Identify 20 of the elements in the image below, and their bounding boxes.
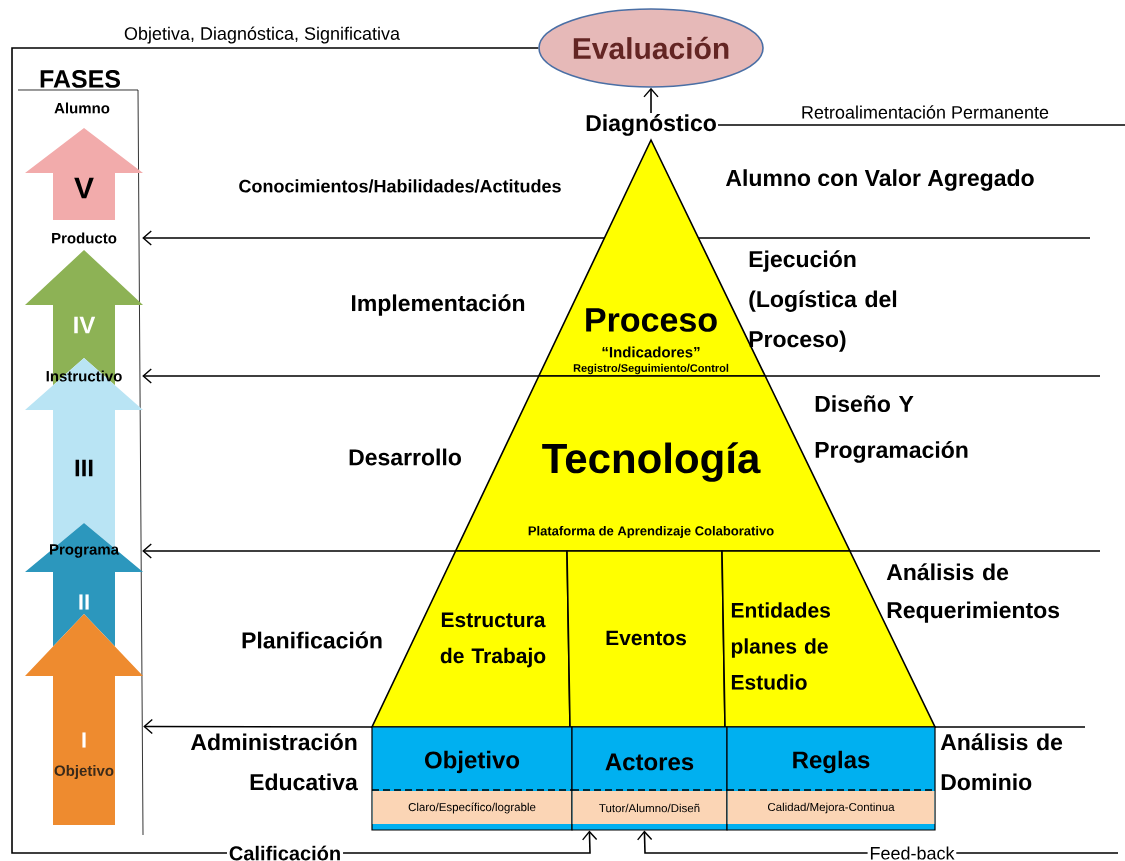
apex-label: Diagnóstico bbox=[586, 114, 716, 136]
pyramid-base-cell: Reglas Calidad/Mejora-Continua bbox=[726, 726, 936, 831]
edge-label: Feed-back bbox=[867, 844, 957, 861]
edge-label: Retroalimentación Permanente bbox=[802, 105, 1049, 119]
phase-label: Producto bbox=[52, 232, 117, 244]
connector-arrow bbox=[142, 368, 1101, 384]
side-label: Implementación bbox=[352, 294, 525, 316]
connector-arrow bbox=[142, 543, 1101, 559]
pyramid-base-cell: Objetivo Claro/Específico/lograble bbox=[371, 726, 573, 831]
connector-arrow bbox=[11, 47, 598, 854]
pyramid-base-cell: Actores Tutor/Alumno/Diseñ bbox=[571, 726, 728, 831]
pyramid-cell: Eventos bbox=[566, 550, 726, 728]
connector-arrow bbox=[143, 718, 1086, 735]
side-label: Objetiva, Diagnóstica, Significativa bbox=[124, 26, 400, 44]
side-label: Alumno bbox=[54, 102, 110, 114]
edge-label: Calificación bbox=[226, 843, 344, 861]
connector-arrow bbox=[142, 230, 1091, 246]
connector-arrow bbox=[643, 87, 659, 114]
side-label: Administración Educativa bbox=[190, 733, 358, 791]
side-label: Análisis de Dominio bbox=[940, 733, 1063, 791]
